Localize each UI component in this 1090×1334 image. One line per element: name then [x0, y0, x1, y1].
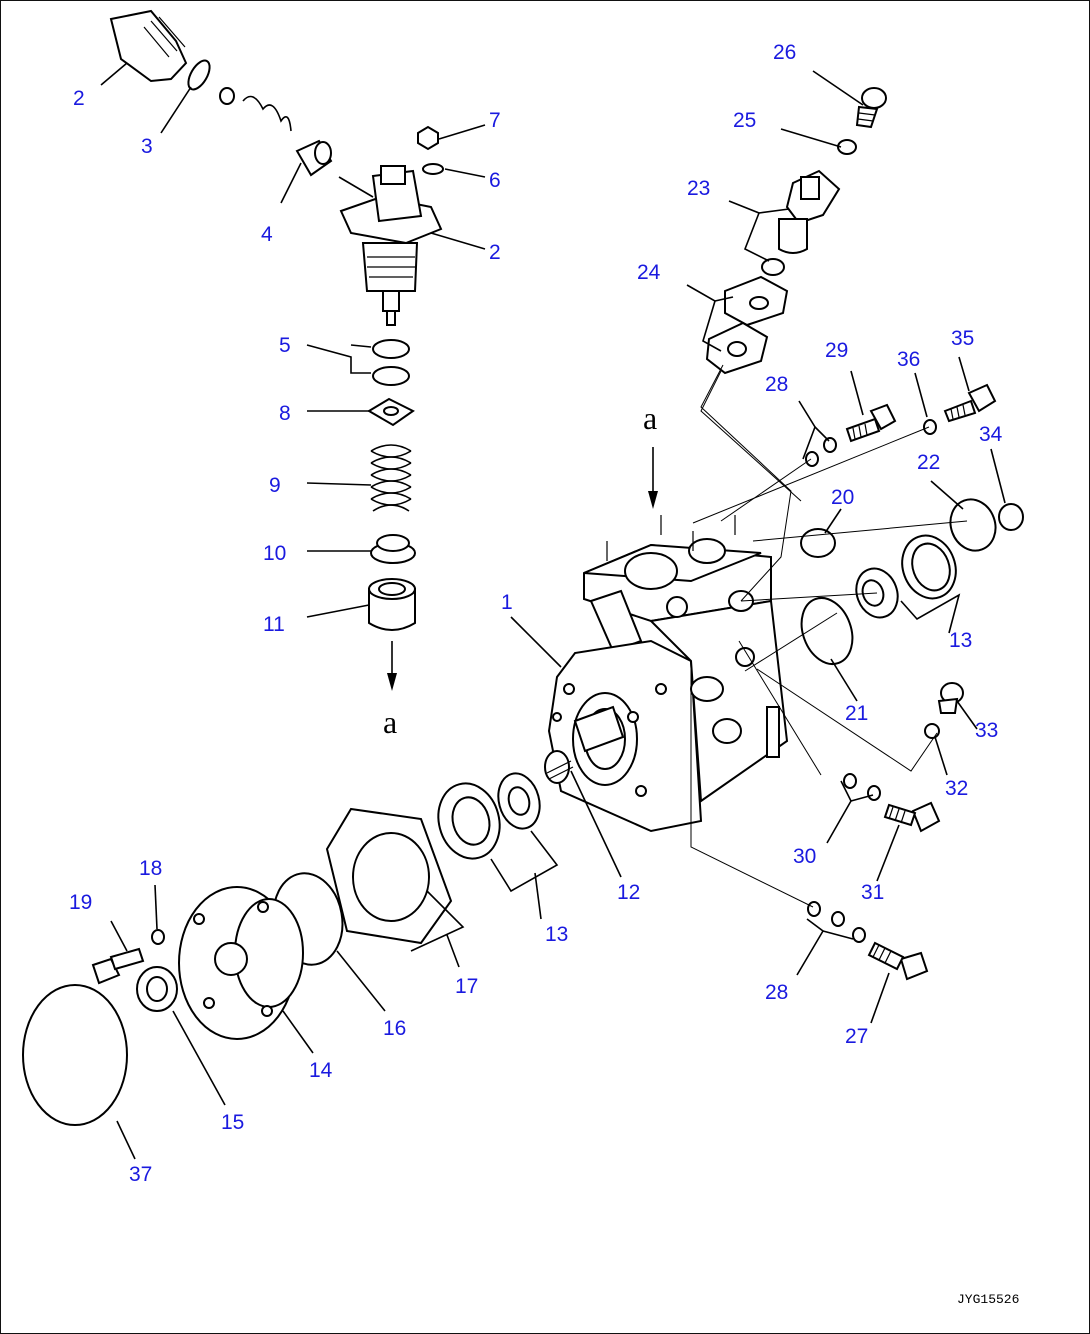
label-28-bottom: 28	[765, 981, 788, 1004]
label-20: 20	[831, 486, 854, 509]
label-6: 6	[489, 169, 501, 192]
washer-28a-part	[823, 437, 837, 453]
assembly-lines	[690, 364, 968, 908]
spring-seat-part	[367, 397, 415, 427]
label-34: 34	[979, 423, 1003, 446]
label-32: 32	[945, 777, 968, 800]
sensor-part	[761, 169, 841, 276]
leader-lines	[100, 62, 1006, 1160]
bolt-35-part	[943, 383, 997, 423]
o-ring-part	[187, 59, 211, 91]
view-marker-top: a	[643, 400, 657, 436]
plug-34-part	[998, 503, 1024, 531]
bolt-29-part	[845, 403, 897, 443]
bearing-race-part	[901, 534, 957, 600]
small-valve-part	[219, 87, 235, 105]
label-37: 37	[129, 1163, 152, 1186]
label-18: 18	[139, 857, 162, 880]
lower-seat-part	[370, 534, 416, 564]
label-13-right: 13	[949, 629, 972, 652]
label-30: 30	[793, 845, 816, 868]
oil-seal-part	[437, 782, 501, 860]
label-28-top: 28	[765, 373, 788, 396]
bolt-27-part	[867, 941, 929, 981]
label-35: 35	[951, 327, 974, 350]
drawing-code: JYG15526	[957, 1292, 1019, 1307]
washer-36-part	[923, 419, 937, 435]
label-23: 23	[687, 177, 710, 200]
label-25: 25	[733, 109, 756, 132]
label-4: 4	[261, 223, 273, 246]
label-27: 27	[845, 1025, 868, 1048]
shim-upper-part	[372, 339, 410, 359]
label-29: 29	[825, 339, 848, 362]
view-marker-bottom: a	[383, 704, 397, 740]
label-1: 1	[501, 591, 513, 614]
washer-25-part	[837, 139, 857, 155]
gasket-17-part	[325, 807, 453, 945]
washer-30a-part	[843, 773, 857, 789]
label-14: 14	[309, 1059, 333, 1082]
label-26: 26	[773, 41, 796, 64]
washer-part	[422, 163, 444, 175]
washer-30b-part	[867, 785, 881, 801]
label-21: 21	[845, 702, 868, 725]
nipple-33-part	[937, 682, 964, 714]
delivery-valve-holder-part	[109, 9, 188, 83]
label-3: 3	[141, 135, 153, 158]
label-8: 8	[279, 402, 291, 425]
washer-28e-part	[852, 927, 866, 943]
washer-18-part	[151, 929, 165, 945]
part-labels: 2 3 4 7 6 2 5 8 9 10 11 1 12 13 17 16 14…	[69, 41, 1003, 1186]
label-24: 24	[637, 261, 661, 284]
plunger-spring-part	[370, 444, 412, 512]
label-2-top: 2	[73, 87, 85, 110]
label-16: 16	[383, 1017, 406, 1040]
pump-housing-part	[544, 515, 789, 833]
label-11: 11	[263, 613, 285, 636]
roller-part	[295, 139, 333, 177]
label-22: 22	[917, 451, 940, 474]
label-7: 7	[489, 109, 501, 132]
washer-32-part	[924, 723, 940, 739]
label-9: 9	[269, 474, 281, 497]
bolt-31-part	[883, 801, 941, 833]
bolt-26-part	[855, 87, 887, 129]
label-15: 15	[221, 1111, 244, 1134]
label-36: 36	[897, 348, 920, 371]
o-ring-37-part	[22, 984, 128, 1126]
washer-28d-part	[831, 911, 845, 927]
label-19: 19	[69, 891, 92, 914]
bearing-13-left-part	[497, 772, 541, 830]
washer-28c-part	[807, 901, 821, 917]
label-13-left: 13	[545, 923, 568, 946]
tappet-part	[368, 578, 416, 631]
shim-lower-part	[372, 366, 410, 386]
label-31: 31	[861, 881, 884, 904]
label-17: 17	[455, 975, 478, 998]
cover-14-part	[178, 886, 304, 1040]
o-ring-21-part	[800, 597, 854, 665]
label-33: 33	[975, 719, 998, 742]
bushing-15-part	[136, 966, 178, 1012]
label-12: 12	[617, 881, 640, 904]
o-ring-20-part	[800, 528, 836, 558]
plunger-barrel-part	[339, 165, 443, 326]
gasket-24-part	[705, 275, 789, 375]
washer-28b-part	[805, 451, 819, 467]
label-10: 10	[263, 542, 286, 565]
spring-small-part	[242, 95, 292, 132]
bolt-19-part	[91, 947, 145, 985]
label-5: 5	[279, 334, 291, 357]
label-2-plunger: 2	[489, 241, 501, 264]
nut-part	[417, 125, 439, 151]
shim-22-part	[949, 498, 997, 552]
